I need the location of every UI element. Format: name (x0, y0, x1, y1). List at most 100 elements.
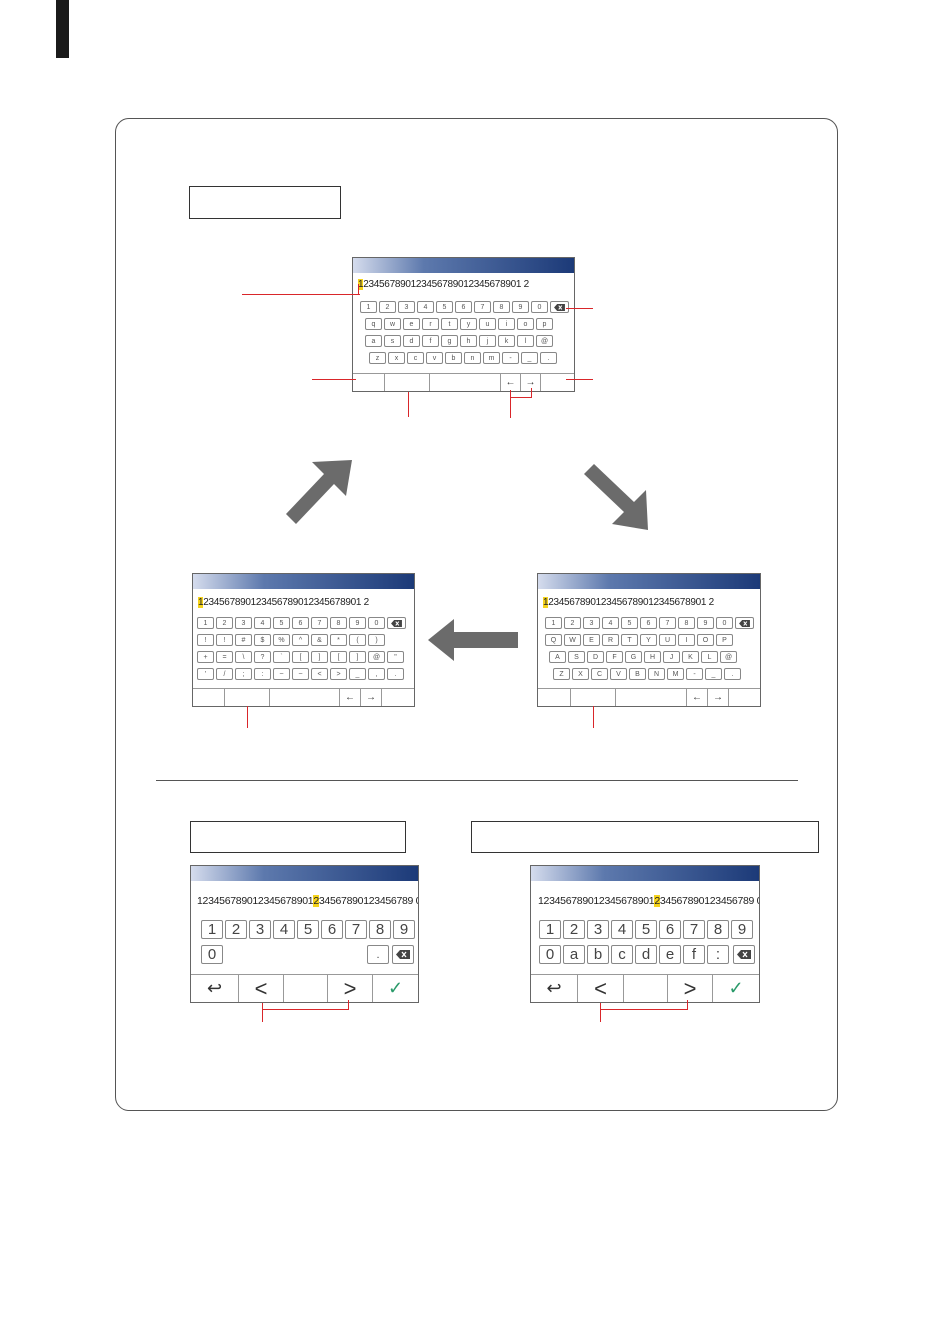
key[interactable]: 9 (512, 301, 529, 313)
key[interactable]: c (611, 945, 633, 964)
key[interactable]: a (563, 945, 585, 964)
key[interactable]: n (464, 352, 481, 364)
key[interactable]: 2 (216, 617, 233, 629)
key[interactable]: 0 (368, 617, 385, 629)
back-button[interactable] (353, 374, 385, 391)
key[interactable]: 6 (659, 920, 681, 939)
key[interactable]: w (384, 318, 401, 330)
key[interactable]: 1 (539, 920, 561, 939)
key[interactable]: P (716, 634, 733, 646)
key[interactable]: y (460, 318, 477, 330)
key[interactable]: 0 (539, 945, 561, 964)
key[interactable]: / (216, 668, 233, 680)
back-button[interactable]: ↩ (191, 975, 239, 1002)
key[interactable]: ( (349, 634, 366, 646)
space-button[interactable] (616, 689, 687, 706)
key[interactable]: d (635, 945, 657, 964)
key[interactable]: 7 (345, 920, 367, 939)
key[interactable]: 4 (273, 920, 295, 939)
key[interactable]: t (441, 318, 458, 330)
key[interactable]: C (591, 668, 608, 680)
cursor-left-button[interactable]: ← (501, 374, 521, 391)
key[interactable]: 5 (273, 617, 290, 629)
key[interactable]: : (254, 668, 271, 680)
cursor-right-button[interactable]: → (361, 689, 382, 706)
key[interactable]: & (311, 634, 328, 646)
key[interactable]: 3 (587, 920, 609, 939)
key[interactable]: 7 (474, 301, 491, 313)
key[interactable]: ` (273, 651, 290, 663)
key[interactable]: ; (235, 668, 252, 680)
key[interactable]: _ (705, 668, 722, 680)
key[interactable]: b (445, 352, 462, 364)
key[interactable]: " (387, 651, 404, 663)
key[interactable]: z (369, 352, 386, 364)
ok-button[interactable] (541, 374, 574, 391)
key[interactable]: A (549, 651, 566, 663)
cursor-next-button[interactable]: > (668, 975, 713, 1002)
key[interactable]: < (311, 668, 328, 680)
key[interactable]: 5 (297, 920, 319, 939)
key[interactable]: j (479, 335, 496, 347)
key[interactable]: 9 (731, 920, 753, 939)
backspace-button[interactable] (733, 945, 755, 964)
key[interactable]: X (572, 668, 589, 680)
cursor-prev-button[interactable]: < (578, 975, 624, 1002)
key[interactable]: G (625, 651, 642, 663)
key[interactable]: 1 (545, 617, 562, 629)
cursor-left-button[interactable]: ← (340, 689, 361, 706)
key[interactable]: s (384, 335, 401, 347)
key[interactable]: K (682, 651, 699, 663)
key[interactable]: H (644, 651, 661, 663)
key[interactable]: o (517, 318, 534, 330)
ok-button[interactable]: ✓ (728, 978, 744, 998)
key[interactable]: [ (330, 651, 347, 663)
key[interactable]: O (697, 634, 714, 646)
key[interactable]: 2 (379, 301, 396, 313)
key[interactable]: 8 (369, 920, 391, 939)
key[interactable]: T (621, 634, 638, 646)
key[interactable]: 2 (225, 920, 247, 939)
key[interactable]: ! (216, 634, 233, 646)
backspace-button[interactable] (735, 617, 754, 629)
key[interactable]: 8 (330, 617, 347, 629)
back-button[interactable] (538, 689, 571, 706)
key[interactable]: 3 (398, 301, 415, 313)
key[interactable]: 2 (563, 920, 585, 939)
key[interactable]: m (483, 352, 500, 364)
backspace-button[interactable] (387, 617, 406, 629)
key[interactable]: ] (349, 651, 366, 663)
mode-button[interactable] (225, 689, 270, 706)
backspace-button[interactable] (392, 945, 414, 964)
ok-button[interactable] (729, 689, 760, 706)
key[interactable]: L (701, 651, 718, 663)
key[interactable]: 1 (201, 920, 223, 939)
key-0[interactable]: 0 (201, 945, 223, 964)
key[interactable]: N (648, 668, 665, 680)
cursor-left-button[interactable]: ← (687, 689, 708, 706)
key[interactable]: * (330, 634, 347, 646)
key[interactable]: 7 (311, 617, 328, 629)
key[interactable]: = (216, 651, 233, 663)
key[interactable]: 6 (292, 617, 309, 629)
key[interactable]: 5 (436, 301, 453, 313)
key[interactable]: \ (235, 651, 252, 663)
space-button[interactable] (270, 689, 340, 706)
key[interactable]: Q (545, 634, 562, 646)
mode-button[interactable] (571, 689, 616, 706)
key[interactable]: J (663, 651, 680, 663)
key[interactable]: 4 (611, 920, 633, 939)
key[interactable]: c (407, 352, 424, 364)
key[interactable]: E (583, 634, 600, 646)
key[interactable]: r (422, 318, 439, 330)
key[interactable]: 8 (493, 301, 510, 313)
key[interactable]: @ (368, 651, 385, 663)
key[interactable]: 3 (249, 920, 271, 939)
key[interactable]: 0 (531, 301, 548, 313)
key[interactable]: + (197, 651, 214, 663)
key[interactable]: % (273, 634, 290, 646)
key[interactable]: 5 (621, 617, 638, 629)
key[interactable]: ' (197, 668, 214, 680)
key[interactable]: U (659, 634, 676, 646)
cursor-right-button[interactable]: → (708, 689, 729, 706)
